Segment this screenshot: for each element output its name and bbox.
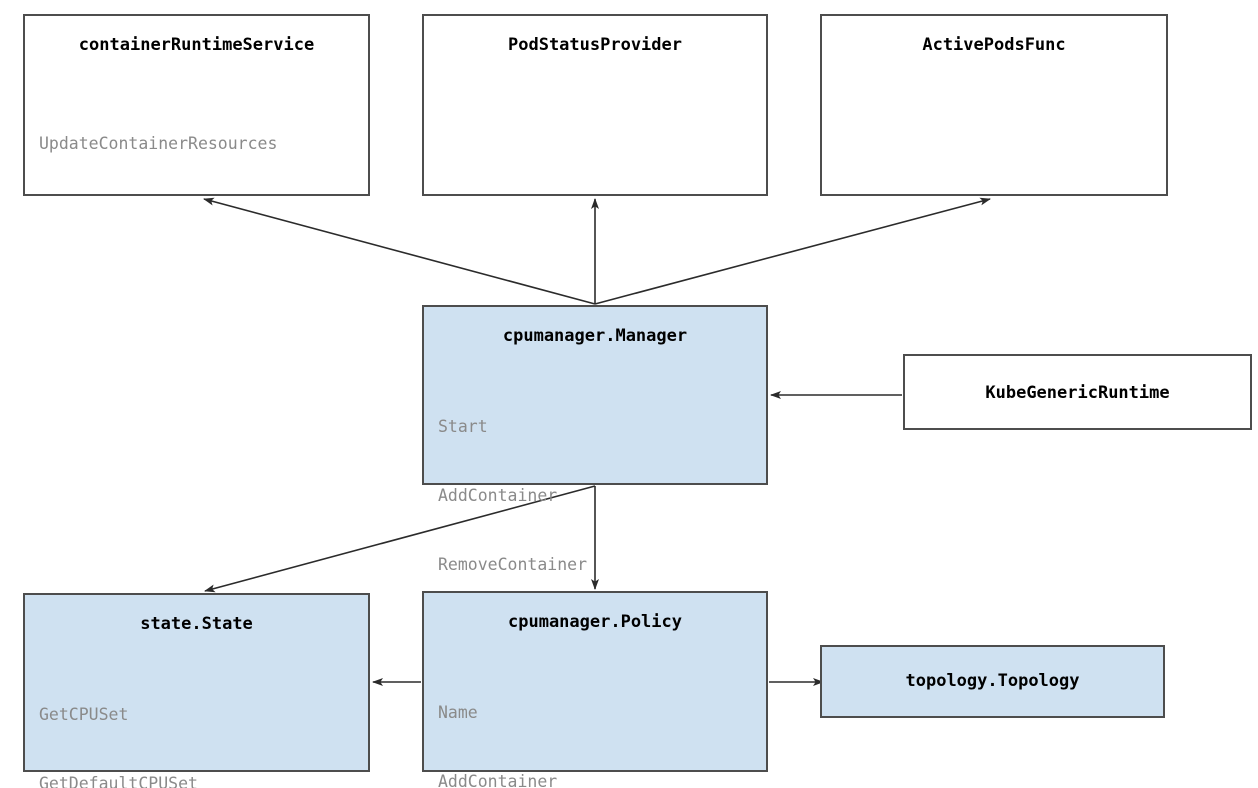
node-title: state.State — [140, 614, 253, 634]
node-active-pods-func[interactable]: ActivePodsFunc — [820, 14, 1168, 196]
node-title: KubeGenericRuntime — [985, 383, 1170, 403]
method-item: UpdateContainerResources — [39, 134, 278, 153]
node-title: topology.Topology — [905, 671, 1080, 691]
method-item: AddContainer — [438, 486, 558, 505]
edge-manager-to-containerRuntimeService — [203, 197, 596, 305]
node-pod-status-provider[interactable]: PodStatusProvider — [422, 14, 768, 196]
node-title: ActivePodsFunc — [922, 35, 1066, 55]
node-method-list: Name AddContainer RemoveContainer — [438, 655, 758, 788]
node-title: PodStatusProvider — [508, 35, 682, 55]
node-title: cpumanager.Manager — [502, 326, 688, 346]
node-state-state[interactable]: state.State GetCPUSet GetDefaultCPUSet S… — [23, 593, 370, 788]
node-cpumanager-policy[interactable]: cpumanager.Policy Name AddContainer Remo… — [422, 591, 768, 788]
node-method-list: GetCPUSet GetDefaultCPUSet SetCPUSet Set… — [39, 657, 360, 788]
method-item: GetDefaultCPUSet — [39, 774, 198, 788]
method-item: RemoveContainer — [438, 555, 588, 574]
node-method-list: UpdateContainerResources — [39, 86, 360, 201]
node-cpumanager-manager[interactable]: cpumanager.Manager Start AddContainer Re… — [422, 305, 768, 643]
edge-manager-to-activePodsFunc — [594, 197, 991, 305]
method-item: AddContainer — [438, 772, 558, 788]
node-title: containerRuntimeService — [78, 35, 315, 55]
method-item: GetCPUSet — [39, 705, 129, 724]
node-kube-generic-runtime[interactable]: KubeGenericRuntime — [903, 354, 1252, 430]
node-container-runtime-service[interactable]: containerRuntimeService UpdateContainerR… — [23, 14, 370, 196]
method-item: Start — [438, 417, 488, 436]
node-title: cpumanager.Policy — [508, 612, 682, 632]
node-topology-topology[interactable]: topology.Topology — [820, 645, 1165, 718]
method-item: Name — [438, 703, 478, 722]
